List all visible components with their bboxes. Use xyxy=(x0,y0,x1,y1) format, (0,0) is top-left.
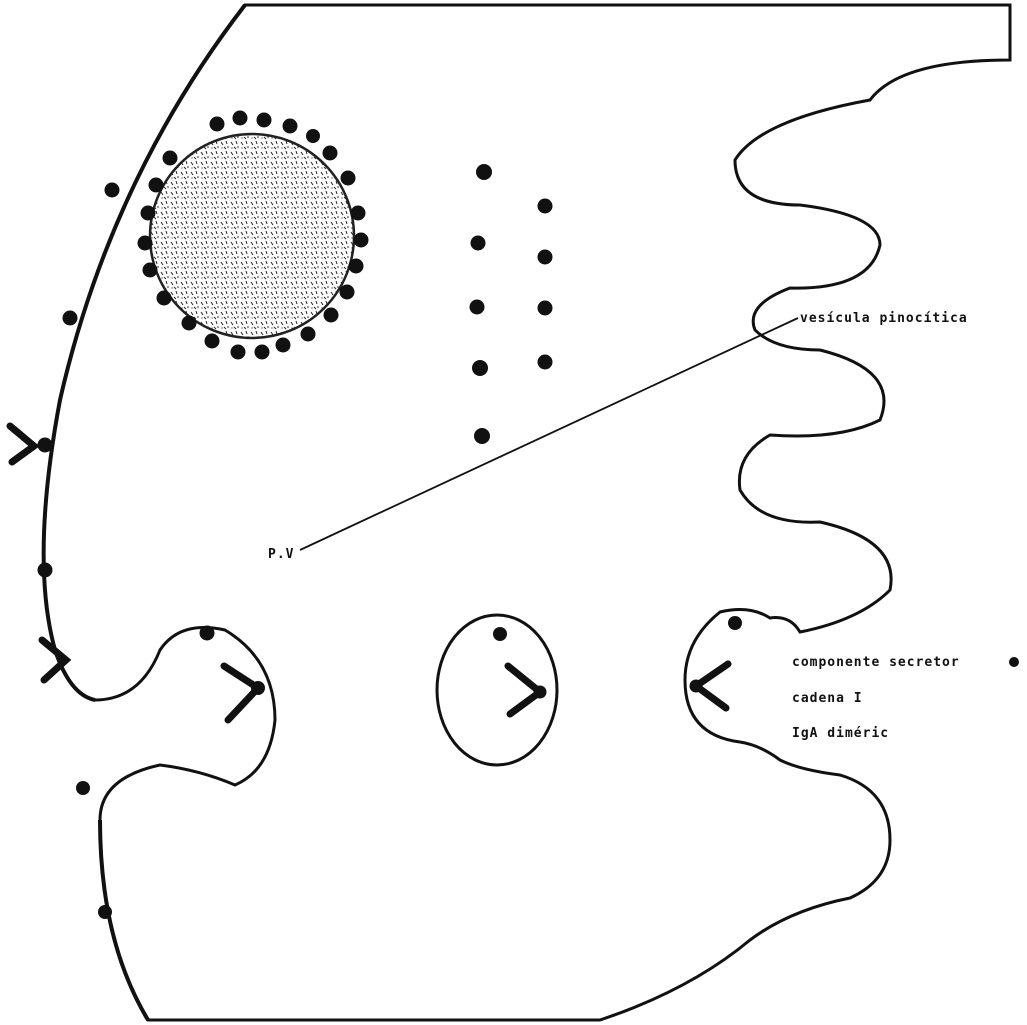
secretory-component-dot xyxy=(534,686,547,699)
endocytic-pocket-granule xyxy=(200,626,215,641)
exocytic-pocket-granule xyxy=(728,616,742,630)
label-j-chain: cadena I xyxy=(792,691,863,706)
label-secretory-component: componente secretor xyxy=(792,655,960,670)
secretory-component-dot xyxy=(690,680,703,693)
label-pv: P.V xyxy=(268,547,294,562)
secretory-component-dot xyxy=(251,681,265,695)
nucleus xyxy=(150,134,354,338)
vesicle-granule xyxy=(493,627,507,641)
legend-secretory-dot xyxy=(1009,657,1019,667)
antibody-icon xyxy=(224,666,258,720)
label-pinocytic-vesicle: vesícula pinocítica xyxy=(800,311,968,326)
label-dimeric-iga: IgA diméric xyxy=(792,726,889,741)
